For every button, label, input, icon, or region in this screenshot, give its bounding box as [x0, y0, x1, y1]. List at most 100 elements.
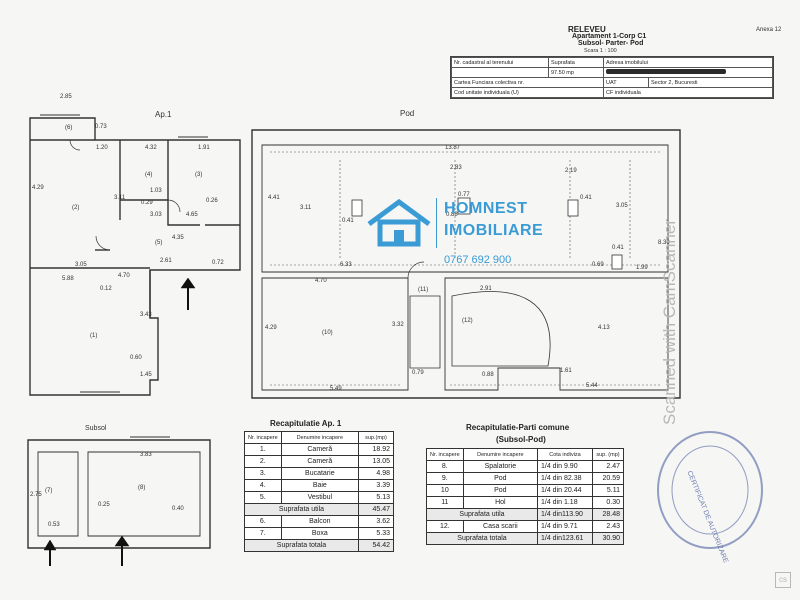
dim: 0.53 — [48, 522, 60, 528]
common-table-title: Recapitulatie-Parti comune — [466, 423, 570, 432]
logo-divider — [436, 198, 437, 248]
dim: 0.26 — [206, 198, 218, 204]
agency-watermark: HOMNEST IMOBILIARE 0767 692 900 — [364, 198, 584, 278]
common-summary-table: Nr. incapere Denumire incapere Cota indi… — [426, 448, 624, 545]
dim: 0.41 — [612, 245, 624, 251]
redacted-address — [606, 69, 726, 74]
pillar-3 — [567, 199, 579, 217]
room-8: (8) — [138, 485, 146, 491]
doc-levels: Subsol- Parter- Pod — [578, 40, 644, 47]
pillar-1 — [351, 199, 363, 217]
cf-individual-label: CF individuala — [603, 87, 773, 98]
doc-scale: Scara 1 : 100 — [584, 48, 617, 54]
dim: 4.41 — [268, 195, 280, 201]
dim: 0.88 — [482, 372, 494, 378]
dim: 2.91 — [480, 286, 492, 292]
section-ap1: Ap.1 — [155, 110, 172, 119]
room-12: (12) — [462, 318, 473, 324]
dim: 3.05 — [75, 262, 87, 268]
dim: 1.03 — [150, 188, 162, 194]
section-pod: Pod — [400, 109, 415, 118]
ap-summary-table: Nr. incapere Denumire incapere sup.(mp) … — [244, 431, 394, 552]
dim: 3.05 — [616, 203, 628, 209]
brand-phone: 0767 692 900 — [444, 254, 512, 266]
dim: 0.41 — [580, 195, 592, 201]
dim: 2.85 — [60, 94, 72, 100]
dim: 0.72 — [212, 260, 224, 266]
room-3: (3) — [195, 172, 203, 178]
dim: 1.91 — [198, 145, 210, 151]
camscanner-icon: cs — [775, 572, 791, 588]
room-7: (7) — [45, 488, 53, 494]
dim: 0.69 — [592, 262, 604, 268]
pillar-2 — [457, 197, 471, 215]
annex-label: Anexa 12 — [756, 27, 782, 33]
dim: 1.61 — [560, 368, 572, 374]
room-11: (11) — [418, 287, 429, 293]
info-table: Nr. cadastral al terenului Suprafata Adr… — [450, 56, 774, 99]
dim: 3.11 — [114, 195, 126, 201]
dim: 0.73 — [95, 124, 107, 130]
camscanner-watermark: Scanned with CamScanner — [660, 218, 679, 425]
dim: 1.20 — [96, 145, 108, 151]
doc-subtitle: Apartament 1-Corp C1 — [572, 33, 647, 40]
authorization-stamp — [657, 431, 763, 549]
dim: 3.32 — [392, 322, 404, 328]
dim: 2.83 — [450, 165, 462, 171]
pod-outline — [251, 129, 681, 399]
dim: 8.30 — [658, 240, 670, 246]
col-name: Denumire incapere — [280, 431, 360, 444]
dim: 0.88 — [446, 212, 458, 218]
dim: 3.03 — [150, 212, 162, 218]
dim: 4.35 — [172, 235, 184, 241]
dim: 4.32 — [145, 145, 157, 151]
dim: 4.65 — [186, 212, 198, 218]
dim: 6.33 — [340, 262, 352, 268]
dim: 5.44 — [586, 383, 598, 389]
dim: 0.60 — [130, 355, 142, 361]
subsol-outline — [27, 439, 211, 549]
dim: 2.61 — [160, 258, 172, 264]
room-2: (2) — [72, 205, 80, 211]
pillar-4 — [611, 254, 623, 270]
dim: 4.29 — [32, 185, 44, 191]
room-6: (6) — [65, 125, 73, 131]
dim: 4.70 — [118, 273, 130, 279]
dim: 3.43 — [140, 312, 152, 318]
dim: 5.88 — [62, 276, 74, 282]
dim: 3.11 — [300, 205, 312, 211]
doc-title: RELEVEU — [568, 25, 606, 34]
ap1-outline — [29, 117, 241, 396]
dim: 0.40 — [172, 506, 184, 512]
col-area: sup.(mp) — [358, 431, 394, 444]
dim: 2.75 — [30, 492, 42, 498]
dim: 3.83 — [140, 452, 152, 458]
room-1: (1) — [90, 333, 98, 339]
dim: 0.79 — [412, 370, 424, 376]
room-10: (10) — [322, 330, 333, 336]
dim: 13.87 — [445, 145, 461, 151]
dim: 4.70 — [315, 278, 327, 284]
dim: 1.99 — [636, 265, 648, 271]
common-table-subtitle: (Subsol-Pod) — [496, 435, 546, 444]
room-5: (5) — [155, 240, 163, 246]
section-subsol: Subsol — [85, 425, 107, 432]
brand-tagline: IMOBILIARE — [444, 222, 544, 239]
dim: 0.29 — [141, 200, 153, 206]
house-logo-icon — [367, 198, 431, 247]
room-4: (4) — [145, 172, 153, 178]
dim: 5.49 — [330, 386, 342, 392]
